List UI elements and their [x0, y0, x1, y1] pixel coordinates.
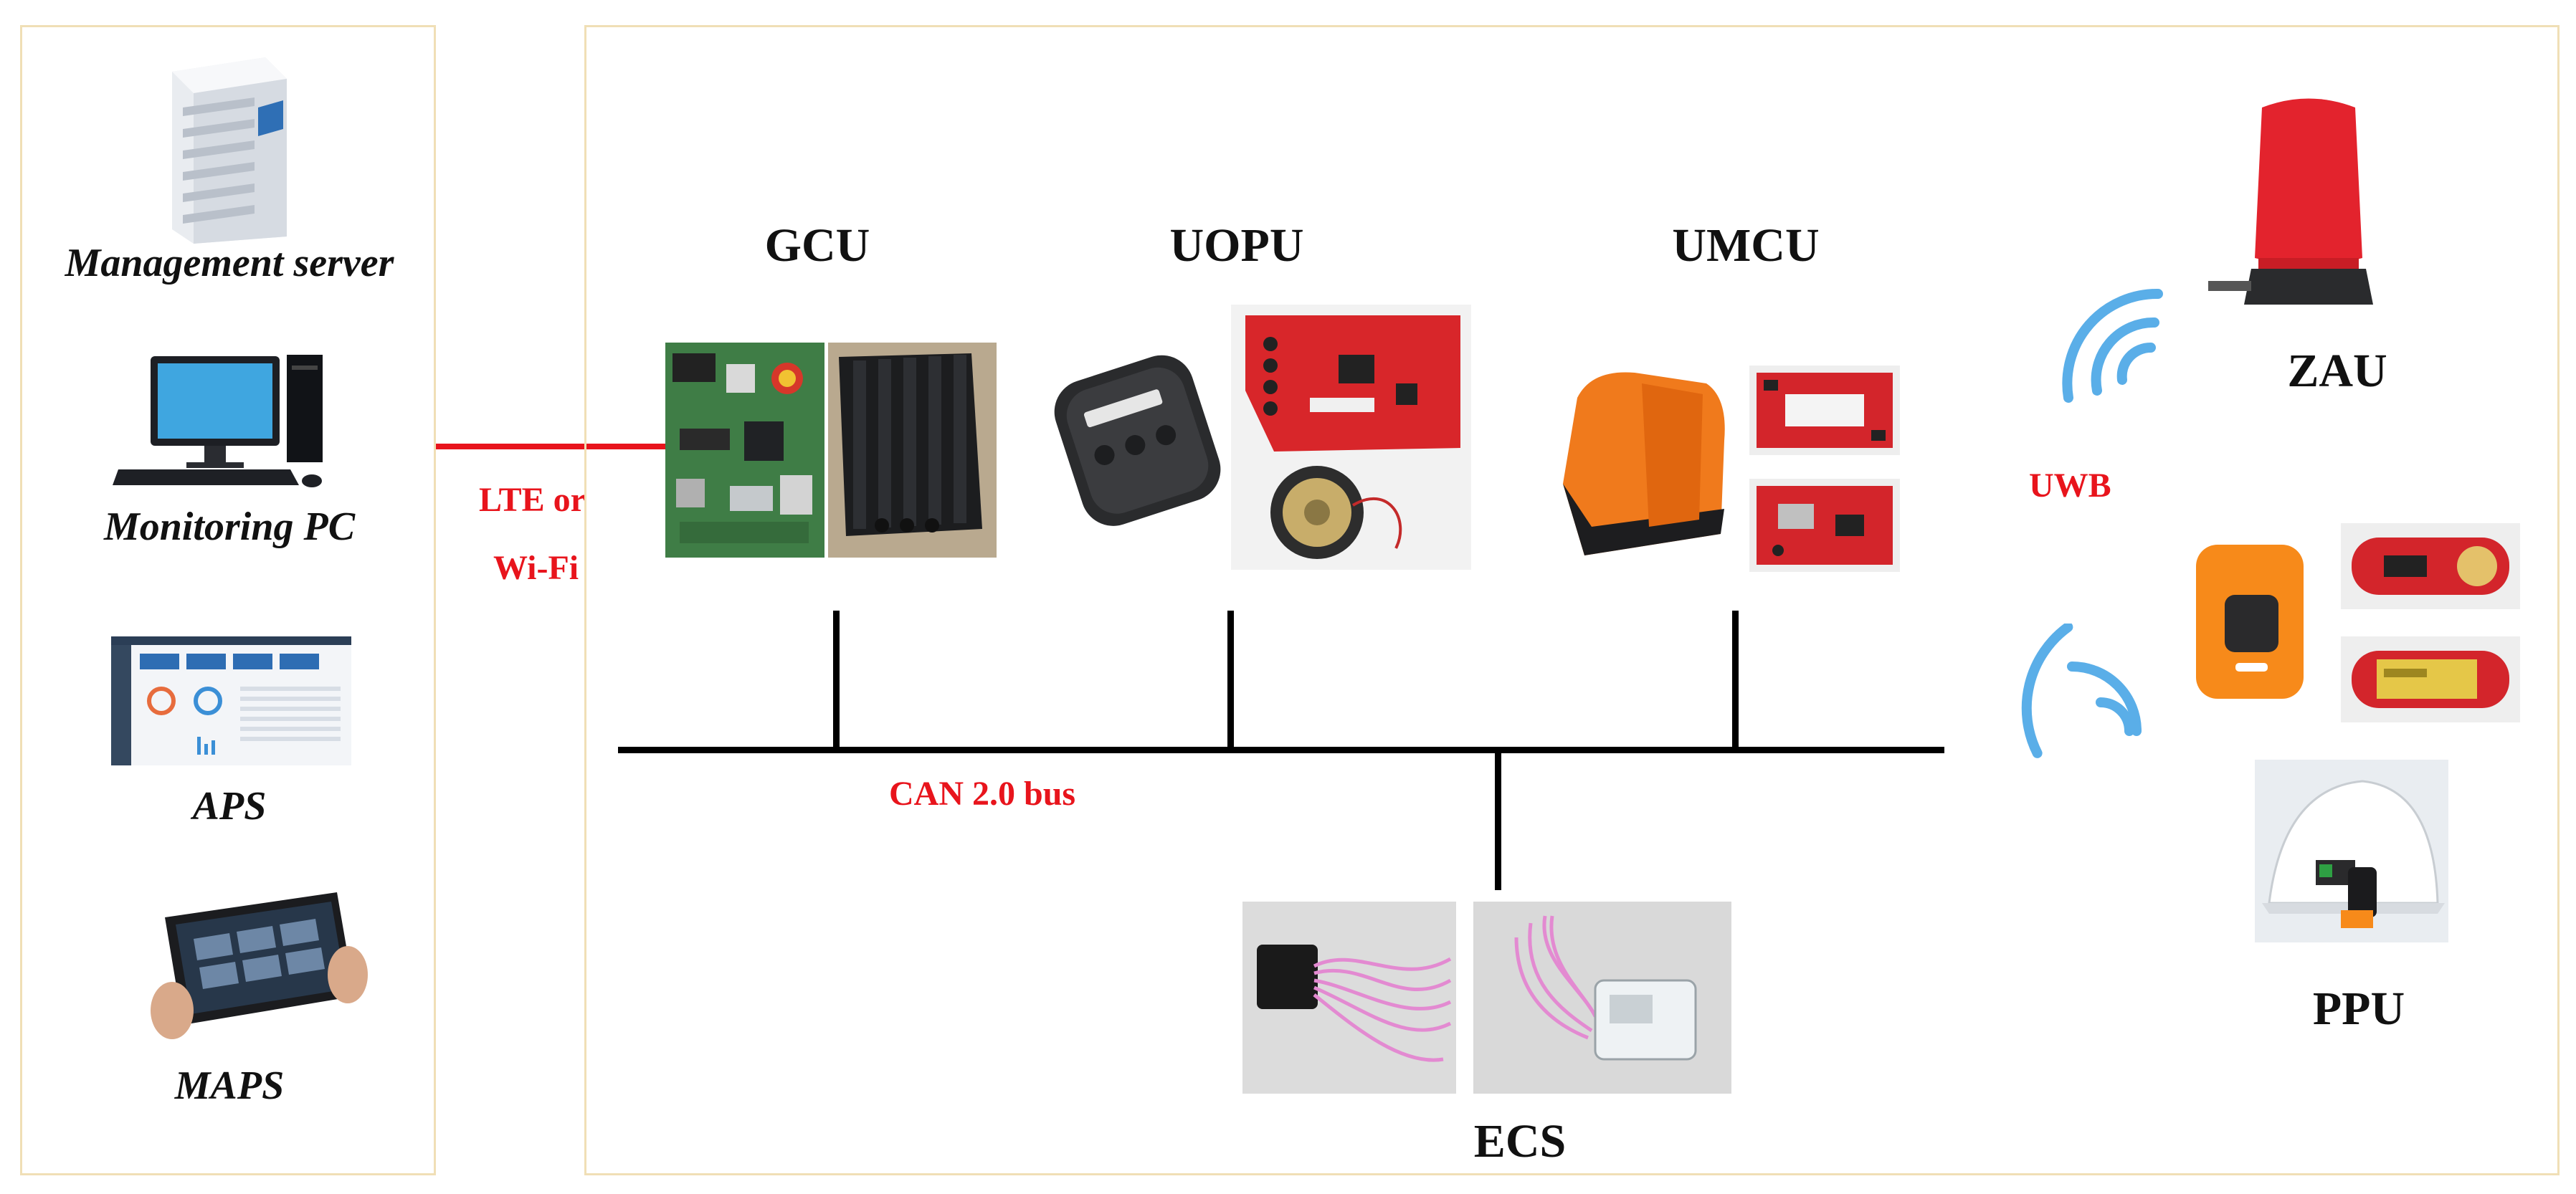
network-link-line [436, 444, 665, 449]
zau-beacon-image [2201, 86, 2416, 323]
desktop-pc-icon [111, 348, 341, 491]
wireless-signal-icon-upper [2036, 280, 2180, 416]
uopu-bus-drop [1227, 611, 1234, 750]
management-server-label: Management server [65, 241, 394, 285]
aps-label: APS [192, 784, 267, 828]
monitoring-pc-label: Monitoring PC [103, 505, 356, 549]
ecs-enclosure-image [1473, 902, 1731, 1094]
gcu-board-image [665, 343, 824, 558]
maps-label: MAPS [174, 1064, 285, 1108]
zau-label: ZAU [2287, 345, 2387, 397]
gcu-enclosure-image [828, 343, 997, 558]
system-panel [584, 25, 2560, 1175]
umcu-label: UMCU [1672, 219, 1820, 272]
link-label-line1: LTE or [479, 481, 586, 519]
ecs-label: ECS [1473, 1115, 1567, 1167]
ppu-board-image-top [2341, 523, 2520, 609]
dashboard-screen-icon [111, 636, 351, 765]
ecs-harness-image [1242, 902, 1456, 1094]
can-bus-line [618, 747, 1944, 753]
link-label-line2: Wi-Fi [493, 549, 579, 587]
uwb-label: UWB [2029, 467, 2111, 505]
umcu-board-image-bottom [1749, 479, 1900, 572]
ecs-bus-drop [1495, 750, 1501, 890]
uopu-device-image [1036, 301, 1233, 573]
umcu-board-image-top [1749, 366, 1900, 455]
uopu-board-image [1231, 305, 1471, 570]
ppu-tag-image [2171, 527, 2332, 715]
wireless-signal-icon-lower [2015, 624, 2165, 774]
umcu-device-image [1549, 355, 1742, 570]
server-icon [143, 29, 315, 244]
clients-panel [20, 25, 436, 1175]
uopu-label: UOPU [1169, 219, 1304, 272]
umcu-bus-drop [1732, 611, 1739, 750]
gcu-bus-drop [833, 611, 840, 750]
gcu-label: GCU [764, 219, 870, 272]
ppu-helmet-image [2255, 760, 2448, 942]
ppu-board-image-bottom [2341, 636, 2520, 722]
can-bus-label: CAN 2.0 bus [889, 775, 1076, 813]
tablet-icon [143, 889, 369, 1043]
ppu-label: PPU [2312, 983, 2405, 1035]
